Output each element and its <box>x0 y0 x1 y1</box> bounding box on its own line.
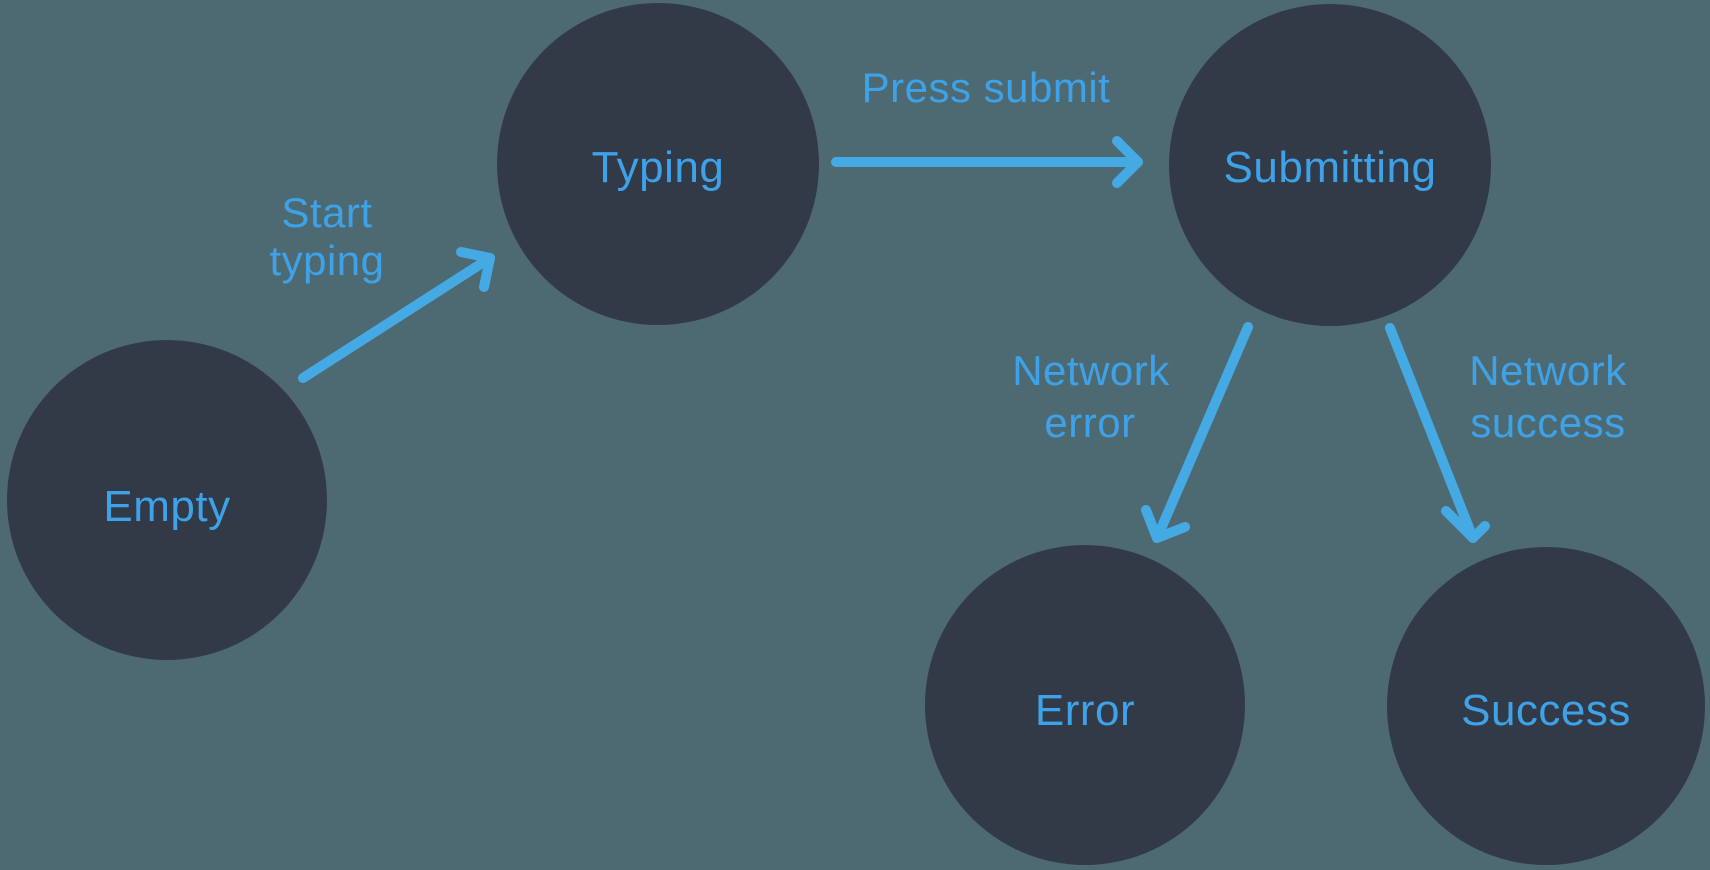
arrow-head-network-error <box>1141 505 1190 543</box>
state-circle-submitting <box>1169 4 1491 326</box>
state-node-empty: Empty <box>7 340 327 660</box>
state-label-typing: Typing <box>592 143 725 192</box>
arrow-head-network-success <box>1441 506 1490 543</box>
arrow-head-start-typing <box>456 247 495 292</box>
state-label-success: Success <box>1461 686 1631 735</box>
arrow-line-network-success <box>1385 323 1478 543</box>
transition-label-network-success-line1: Network <box>1469 347 1627 394</box>
transition-network-error: Network error <box>1012 322 1253 543</box>
state-circle-error <box>925 545 1245 865</box>
transition-label-network-success-line2: success <box>1470 399 1625 446</box>
state-label-submitting: Submitting <box>1224 143 1437 192</box>
state-circle-success <box>1387 547 1705 865</box>
transition-press-submit: Press submit <box>831 64 1143 188</box>
arrow-line-start-typing <box>298 253 495 383</box>
state-node-error: Error <box>925 545 1245 865</box>
transition-label-network-error-line2: error <box>1044 399 1135 446</box>
state-node-submitting: Submitting <box>1169 4 1491 326</box>
state-label-error: Error <box>1035 686 1135 735</box>
transition-label-start-typing-line1: Start <box>281 189 372 236</box>
transition-network-success: Network success <box>1385 323 1627 543</box>
arrow-head-press-submit <box>1112 136 1143 188</box>
state-node-success: Success <box>1387 547 1705 865</box>
state-node-typing: Typing <box>497 3 819 325</box>
transition-start-typing: Start typing <box>269 189 495 383</box>
state-label-empty: Empty <box>103 482 230 531</box>
arrow-line-network-error <box>1152 322 1253 543</box>
state-circle-typing <box>497 3 819 325</box>
transition-label-press-submit: Press submit <box>862 64 1111 111</box>
state-circle-empty <box>7 340 327 660</box>
transition-label-network-error-line1: Network <box>1012 347 1170 394</box>
transition-label-start-typing-line2: typing <box>269 237 384 284</box>
